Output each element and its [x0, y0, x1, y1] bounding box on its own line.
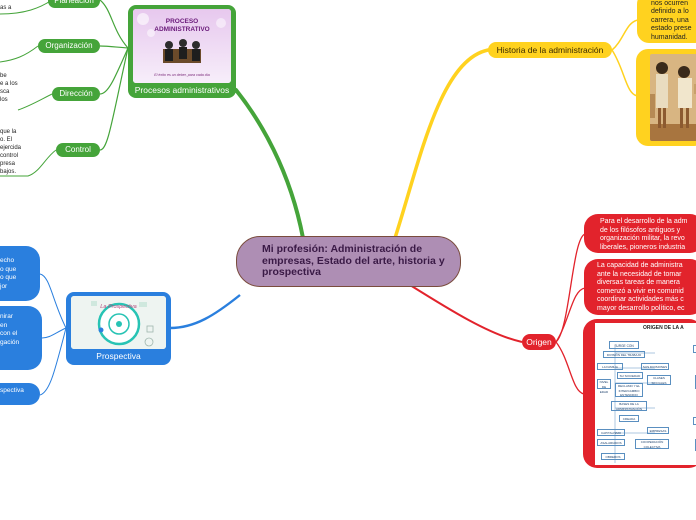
egyptian-scene-illustration — [650, 54, 696, 141]
diagram-box-division: DIVISIÓN DEL TRABAJO — [603, 351, 645, 358]
historia-image — [650, 54, 696, 141]
direccion-text-fragment: be e a los sca los — [0, 73, 18, 103]
central-topic[interactable]: Mi profesión: Administración de empresas… — [236, 236, 461, 287]
diagram-box-reclamo: RECLAMO Y EL INTERCAMBIO ENTENDIDO — [615, 383, 643, 397]
origen-diagram-image: ORIGEN DE LA A SURGE CON DIVISIÓN DEL TR… — [595, 323, 696, 465]
subtopic-organizacion[interactable]: Organización — [38, 39, 100, 53]
diagram-box-surge-con: SURGE CON — [609, 341, 639, 349]
control-text-fragment: que la o. El ejercida control presa bajo… — [0, 129, 22, 175]
topic-origen[interactable]: Origen — [522, 334, 556, 350]
diagram-box-sociedad: SU SOCIEDAD — [617, 372, 643, 379]
diagram-box-clases: CLASES SOCIALES — [647, 375, 671, 385]
diagram-box-capitalismo: CAPITALISMO — [597, 429, 625, 436]
subtopic-direccion[interactable]: Dirección — [52, 87, 100, 101]
prospectiva-item-2[interactable]: nirar en con el gación — [0, 306, 42, 370]
diagram-box-obreros: OBREROS — [601, 453, 625, 460]
diagram-box-familia: LA FAMILIA — [597, 363, 623, 370]
diagram-box-right-3 — [693, 417, 696, 425]
prospectiva-item-3[interactable]: spectiva — [0, 383, 40, 405]
origen-text-bubble-1[interactable]: Para el desarrollo de la adm de los filó… — [584, 214, 696, 253]
diagram-box-sus-divisiones: SUS DIVISIONES — [641, 363, 669, 370]
prospectiva-illustration — [71, 296, 166, 349]
historia-image-card[interactable] — [636, 49, 696, 146]
planeacion-text-fragment: as a — [0, 5, 12, 11]
subtopic-control[interactable]: Control — [56, 143, 100, 157]
prospectiva-caption: Prospectiva — [96, 351, 141, 361]
diagram-box-edad: NIVEL DE EDAD — [597, 379, 611, 394]
diagram-box-bases: BASES DE LA ADMINISTRACIÓN — [611, 401, 647, 411]
prospectiva-item-1[interactable]: echo o que o que jor — [0, 246, 40, 301]
procesos-image-footer: El éxito es un deber, para cada día — [154, 73, 210, 77]
procesos-illustration — [133, 9, 231, 83]
origen-diagram-card[interactable]: ORIGEN DE LA A SURGE CON DIVISIÓN DEL TR… — [583, 319, 696, 468]
diagram-box-cooperacion: COOPERACIÓN COLECTIVA — [635, 439, 669, 449]
origen-diagram-title: ORIGEN DE LA A — [643, 325, 684, 331]
diagram-box-creada: CREADA — [619, 415, 639, 422]
historia-text-bubble[interactable]: nos ocurren definido a lo carrera, una e… — [637, 0, 696, 43]
diagram-box-empresas: EMPRESAS — [647, 427, 669, 434]
prospectiva-image: La Prospectiva — [71, 296, 166, 349]
topic-prospectiva[interactable]: La Prospectiva Prospectiva — [66, 292, 171, 365]
prospectiva-image-label: La Prospectiva — [100, 304, 137, 310]
topic-historia[interactable]: Historia de la administración — [488, 42, 612, 58]
origen-text-bubble-2[interactable]: La capacidad de administra ante la neces… — [584, 259, 696, 315]
diagram-box-right-1 — [693, 345, 696, 353]
procesos-caption: Procesos administrativos — [134, 85, 230, 95]
diagram-box-asalariados: ASALARIADOS — [597, 439, 625, 446]
subtopic-planeacion[interactable]: Planeación — [48, 0, 100, 8]
